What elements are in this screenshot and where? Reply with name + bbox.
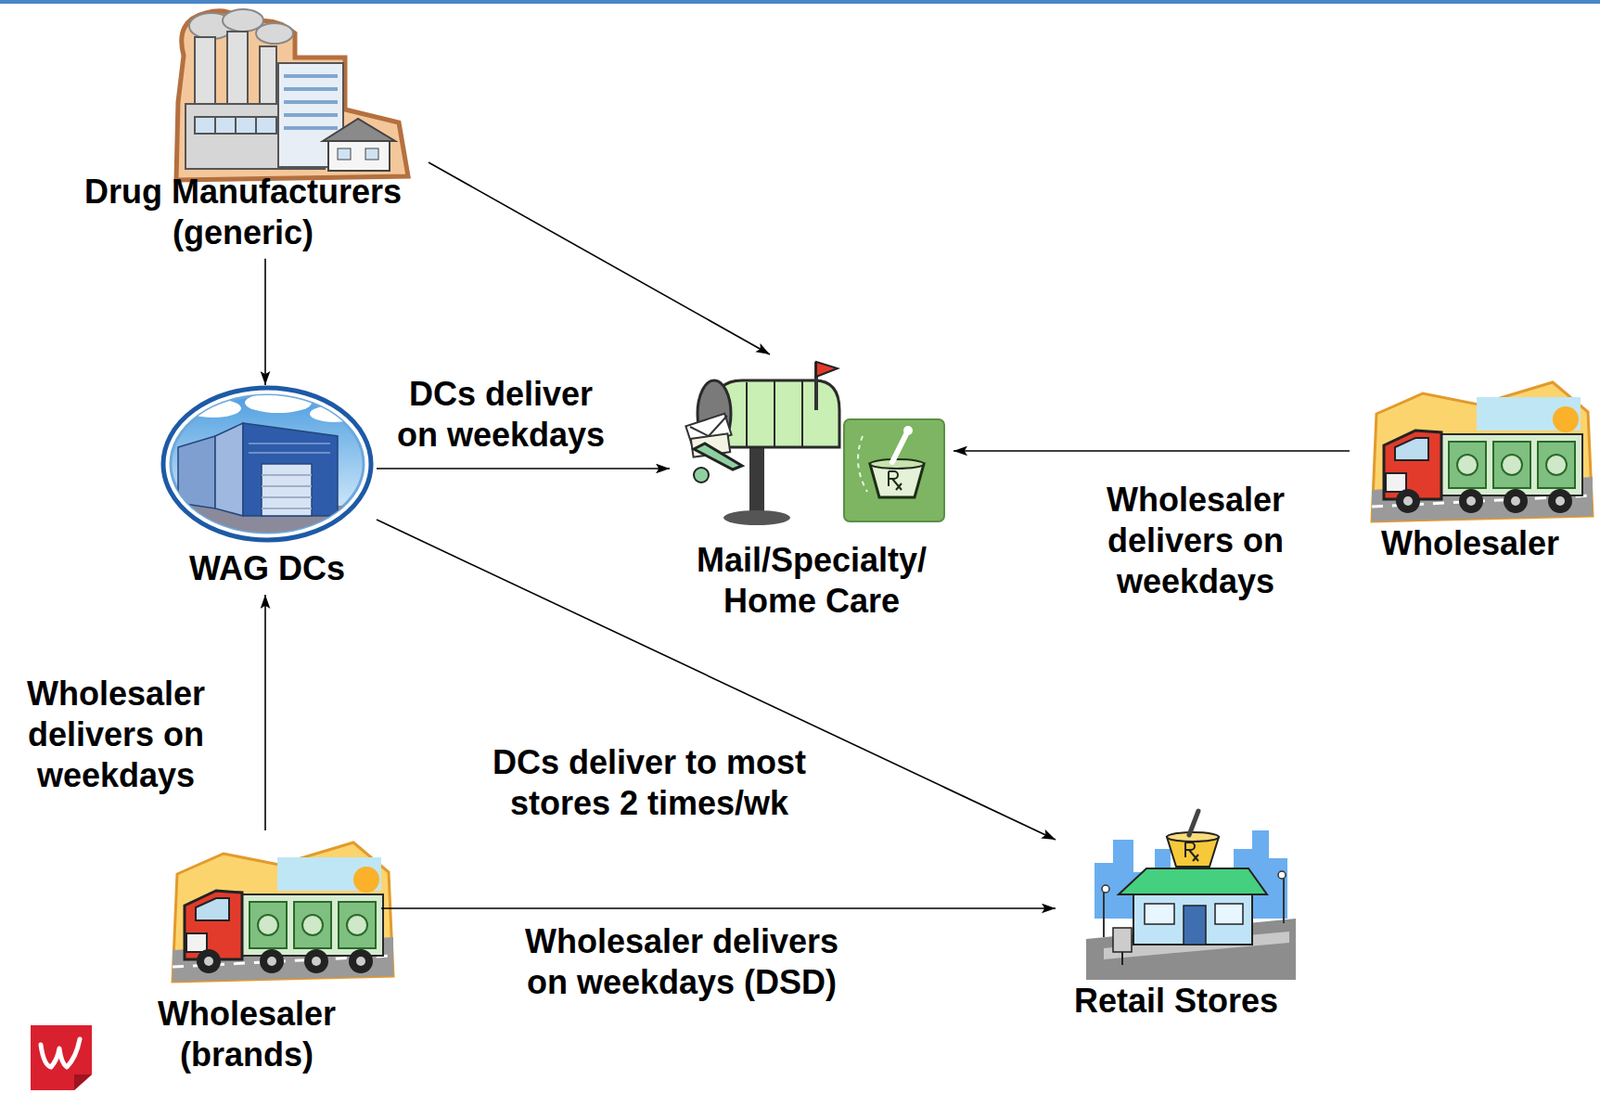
distribution-center-icon-part [185, 398, 242, 418]
distribution-center-icon-part [244, 392, 312, 413]
walgreens-logo-part [40, 1038, 80, 1067]
mailbox-icon-part [892, 432, 908, 462]
mailbox-icon-part [903, 425, 913, 436]
icon-node: Drug Manufacturers (generic) [57, 7, 429, 259]
edge-label: DCs deliver to most stores 2 times/wk [478, 742, 820, 824]
factory-icon-part [215, 116, 277, 134]
factory-icon-part [256, 23, 294, 44]
retail-store-icon-part [1166, 832, 1219, 842]
mailbox-icon-part [857, 435, 868, 492]
wholesaler-truck-icon [1371, 382, 1593, 522]
node-label: Wholesaler [1381, 523, 1560, 564]
retail-store-icon-part [1101, 884, 1110, 893]
mailbox-icon-part [816, 361, 838, 377]
icon-node: Wholesaler [1349, 371, 1591, 570]
distribution-center-icon-part [261, 463, 312, 516]
node-label: Mail/Specialty/ Home Care [677, 539, 947, 622]
wholesaler-truck-icon [172, 842, 394, 982]
retail-store-icon-part [1185, 842, 1199, 861]
factory-icon-part [283, 76, 338, 128]
factory-icon-part [176, 11, 409, 180]
mailbox-icon-part [888, 471, 902, 490]
mailbox-icon [685, 361, 945, 525]
factory-icon-part [365, 148, 379, 160]
mailbox-icon-part [690, 415, 728, 436]
retail-store-icon-part [1282, 876, 1285, 923]
icon-node: WAG DCs [157, 384, 377, 595]
retail-store-icon-part [1121, 951, 1124, 965]
distribution-center-icon-part [215, 422, 244, 516]
edge-label: DCs deliver on weekdays [385, 373, 616, 456]
flow-arrow [376, 467, 670, 470]
factory-icon-part [328, 140, 390, 171]
flow-arrow [376, 519, 1056, 840]
distribution-center-icon [157, 387, 381, 543]
node-label: WAG DCs [189, 548, 346, 589]
retail-store-icon-part [1215, 903, 1243, 924]
factory-icon [176, 9, 409, 180]
factory-icon-part [322, 118, 396, 141]
retail-store-icon-part [1113, 927, 1132, 952]
walgreens-logo-part [30, 1024, 92, 1090]
icon-node: Wholesaler (brands) [112, 830, 382, 1081]
flow-arrow [264, 258, 267, 385]
mailbox-icon-part [870, 459, 924, 469]
retail-store-icon-part [1118, 868, 1268, 895]
distribution-center-icon-part [178, 435, 216, 509]
retail-store-icon-part [1278, 870, 1286, 879]
mailbox-icon-part [844, 419, 945, 522]
walgreens-logo-part [74, 1074, 92, 1090]
node-label: Drug Manufacturers (generic) [66, 171, 420, 254]
distribution-center-icon-part [157, 392, 381, 543]
flow-arrow [381, 907, 1056, 909]
distribution-center-icon-part [248, 443, 331, 453]
distribution-center-icon-part [261, 474, 312, 509]
wholesaler-truck-icon-part [172, 842, 394, 982]
mailbox-icon-part [714, 380, 840, 448]
icon-node: Mail/Specialty/ Home Care [669, 354, 954, 628]
retail-store-icon-part [1133, 890, 1253, 945]
mailbox-icon-part [693, 467, 709, 483]
node-label: Wholesaler (brands) [121, 993, 372, 1076]
node-label: Retail Stores [1074, 980, 1279, 1022]
retail-store-icon-part [1189, 810, 1199, 835]
edge-label: Wholesaler delivers on weekdays (DSD) [511, 921, 853, 1003]
edge-label: Wholesaler delivers on weekdays [0, 673, 236, 796]
factory-icon-part [337, 148, 351, 160]
top-rule [0, 0, 1600, 4]
flow-arrow [264, 594, 267, 831]
retail-store-icon-part [1102, 890, 1105, 937]
mailbox-icon-part [723, 510, 791, 525]
walgreens-logo [30, 1024, 92, 1090]
retail-store-icon [1086, 810, 1296, 980]
icon-node: Retail Stores [1055, 797, 1297, 1027]
retail-store-icon-part [1183, 905, 1206, 945]
retail-store-icon-part [1144, 903, 1175, 924]
flow-arrow [953, 449, 1350, 452]
distribution-center-icon-part [309, 405, 359, 423]
distribution-center-icon-part [243, 422, 338, 516]
flow-arrow [428, 162, 770, 355]
edge-label: Wholesaler delivers on weekdays [1075, 479, 1316, 602]
mailbox-icon-part [746, 380, 803, 448]
wholesaler-truck-icon-part [1371, 382, 1593, 522]
mailbox-icon-part [693, 443, 743, 470]
